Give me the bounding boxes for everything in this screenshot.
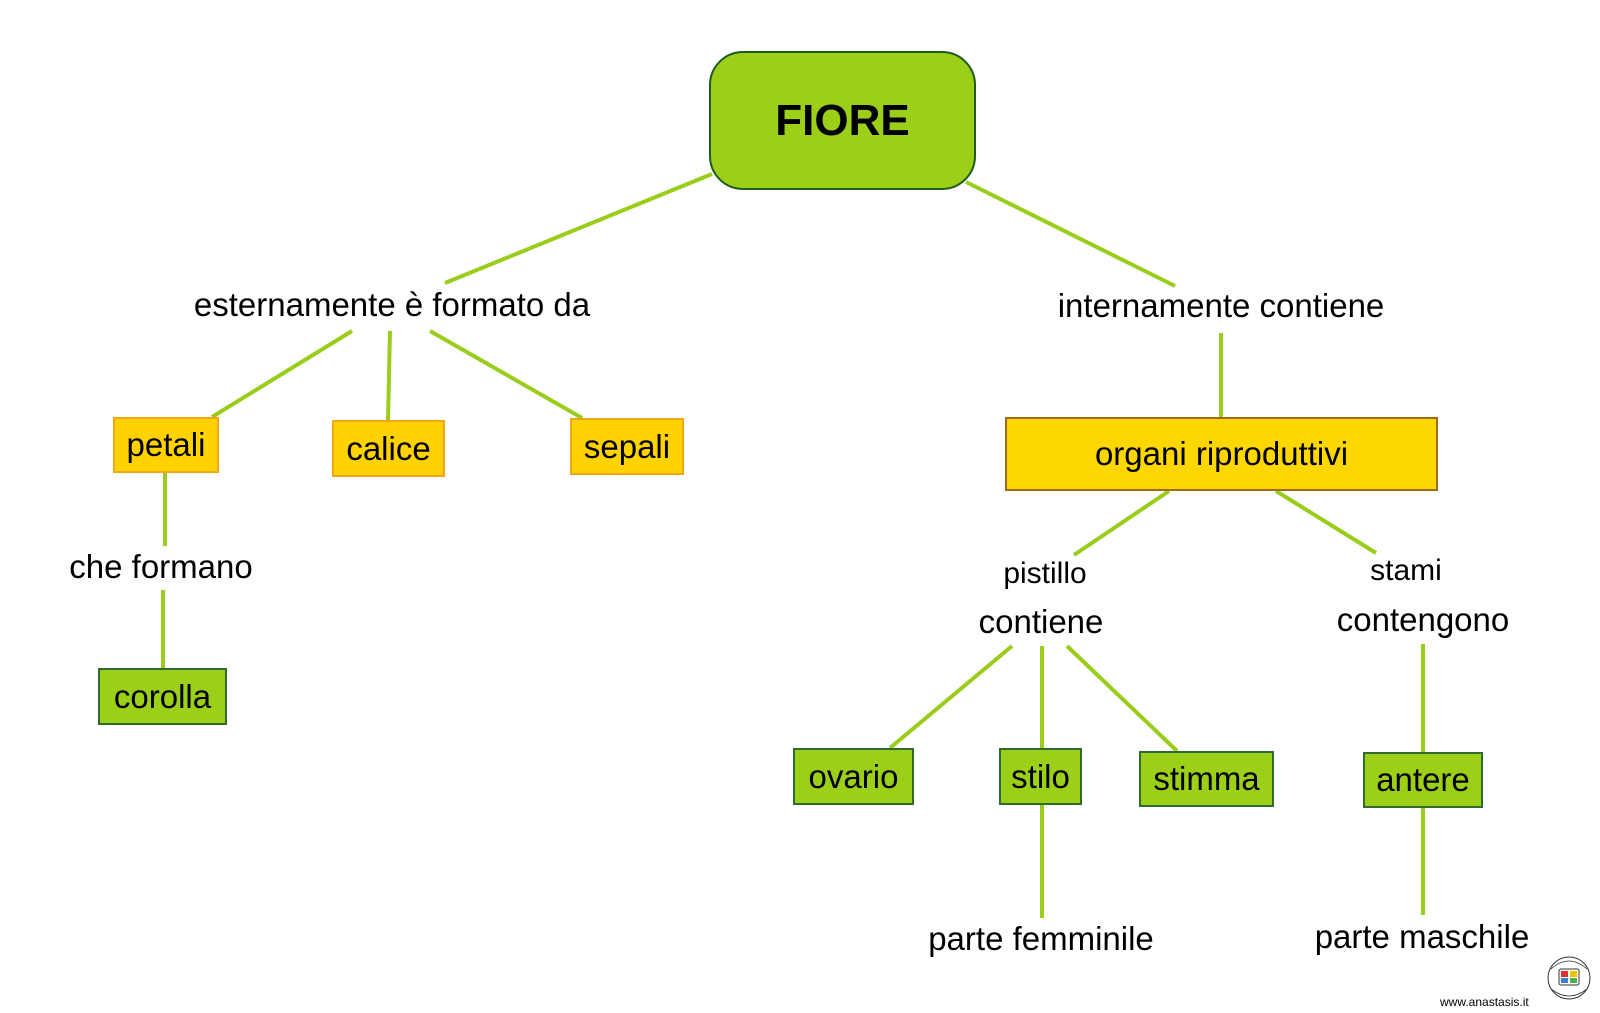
supermappe-badge-icon [1547,956,1591,1000]
node-organi-riproduttivi: organi riproduttivi [1005,417,1438,491]
node-calice-label: calice [346,429,431,467]
connector-to-ovario [888,644,1014,750]
relation-che-formano: che formano [69,548,253,585]
connector-to-stimma [1065,644,1179,753]
node-sepali-label: sepali [583,427,671,465]
node-corolla-label: corolla [113,677,212,715]
footer-url: www.anastasis.it [1440,995,1529,1009]
node-organi-label: organi riproduttivi [1094,435,1349,472]
root-label: FIORE [775,95,910,145]
connector-organi-pistillo [1072,489,1171,557]
node-corolla: corolla [98,668,227,725]
connector-organi-stami [1274,489,1378,555]
node-antere: antere [1363,752,1483,808]
label-stami: stami [1370,554,1442,587]
node-ovario-label: ovario [808,757,899,795]
node-sepali: sepali [570,418,684,475]
note-parte-femminile: parte femminile [928,920,1154,957]
node-stilo: stilo [999,748,1082,805]
label-pistillo: pistillo [1003,557,1087,590]
node-antere-label: antere [1376,761,1470,798]
node-calice: calice [332,420,445,477]
connector-fiore-right [965,180,1176,288]
relation-internamente: internamente contiene [1057,287,1385,324]
connector-fiore-left [444,172,713,285]
connector-to-petali [210,329,354,419]
node-ovario: ovario [793,748,914,805]
node-petali: petali [113,417,219,473]
relation-esternamente: esternamente è formato da [193,286,591,323]
relation-pistillo-contiene: contiene [978,603,1104,640]
node-stimma: stimma [1139,751,1274,807]
connector-to-sepali [429,329,583,420]
note-parte-maschile: parte maschile [1314,918,1530,955]
connector-to-calice [386,330,392,421]
root-node-fiore: FIORE [709,51,976,190]
relation-stami-contengono: contengono [1336,601,1510,638]
node-stimma-label: stimma [1153,760,1260,797]
node-petali-label: petali [126,426,206,463]
node-stilo-label: stilo [1011,757,1070,795]
